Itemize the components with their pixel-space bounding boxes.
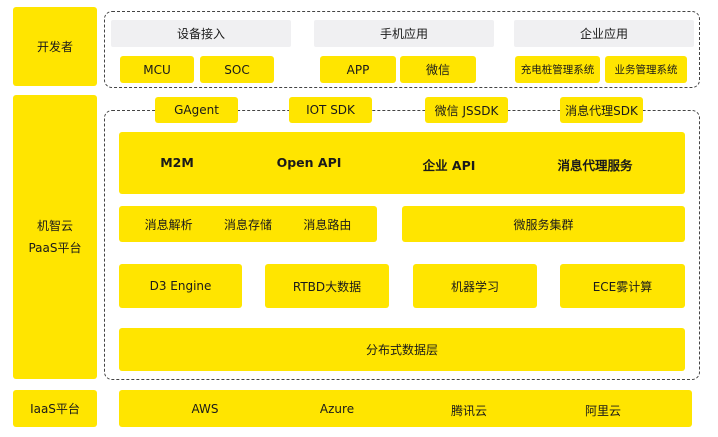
sdk-message-proxy: 消息代理SDK bbox=[560, 97, 643, 123]
paas-region bbox=[104, 110, 700, 380]
engine-rtbd: RTBD大数据 bbox=[265, 264, 389, 308]
mobile-item-app-label: APP bbox=[346, 62, 370, 77]
mobile-item-app: APP bbox=[320, 56, 396, 83]
messaging-bar: 消息解析 消息存储 消息路由 bbox=[119, 206, 377, 242]
mobile-item-wechat-label: 微信 bbox=[425, 63, 450, 77]
microservice-cluster: 微服务集群 bbox=[402, 206, 685, 242]
sdk-gagent-label: GAgent bbox=[174, 103, 219, 117]
messaging-route: 消息路由 bbox=[303, 217, 352, 232]
engine-ml: 机器学习 bbox=[413, 264, 537, 308]
service-enterprise-api: 企业 API bbox=[422, 158, 476, 173]
sidebar-developer: 开发者 bbox=[13, 7, 97, 86]
iaas-aliyun: 阿里云 bbox=[584, 404, 622, 418]
sidebar-iaas: IaaS平台 bbox=[13, 390, 97, 427]
sdk-iot: IOT SDK bbox=[289, 97, 372, 123]
group-header-mobile: 手机应用 bbox=[314, 20, 494, 47]
sdk-iot-label: IOT SDK bbox=[306, 103, 355, 117]
iaas-tencent: 腾讯云 bbox=[450, 404, 488, 418]
device-item-soc-label: SOC bbox=[224, 62, 250, 77]
engine-d3-label: D3 Engine bbox=[149, 279, 212, 293]
group-header-mobile-label: 手机应用 bbox=[379, 27, 428, 41]
engine-d3: D3 Engine bbox=[119, 264, 242, 308]
group-header-enterprise: 企业应用 bbox=[514, 20, 694, 47]
device-item-mcu-label: MCU bbox=[143, 62, 171, 77]
sdk-wechat-js-label: 微信 JSSDK bbox=[434, 103, 499, 118]
sdk-gagent: GAgent bbox=[155, 97, 238, 123]
service-open-api: Open API bbox=[276, 155, 342, 170]
iaas-bar: AWS Azure 腾讯云 阿里云 bbox=[119, 390, 692, 427]
engine-ece-label: ECE雾计算 bbox=[592, 279, 653, 294]
mobile-item-wechat: 微信 bbox=[400, 56, 476, 83]
group-header-enterprise-label: 企业应用 bbox=[579, 27, 628, 41]
services-bar: M2M Open API 企业 API 消息代理服务 bbox=[119, 132, 685, 194]
enterprise-item-charging-label: 充电桩管理系统 bbox=[520, 64, 595, 76]
device-item-soc: SOC bbox=[200, 56, 274, 83]
distributed-data-layer-label: 分布式数据层 bbox=[365, 343, 438, 357]
engine-ece: ECE雾计算 bbox=[560, 264, 685, 308]
sdk-message-proxy-label: 消息代理SDK bbox=[565, 103, 638, 118]
microservice-cluster-label: 微服务集群 bbox=[513, 217, 574, 232]
iaas-azure: Azure bbox=[319, 402, 355, 416]
group-header-device: 设备接入 bbox=[111, 20, 291, 47]
sidebar-iaas-label: IaaS平台 bbox=[30, 402, 80, 416]
distributed-data-layer: 分布式数据层 bbox=[119, 328, 685, 371]
engine-ml-label: 机器学习 bbox=[450, 279, 499, 294]
group-header-device-label: 设备接入 bbox=[176, 27, 225, 41]
engine-rtbd-label: RTBD大数据 bbox=[292, 279, 362, 294]
sidebar-developer-label: 开发者 bbox=[36, 40, 73, 54]
device-item-mcu: MCU bbox=[120, 56, 194, 83]
enterprise-item-business-label: 业务管理系统 bbox=[614, 64, 678, 76]
messaging-store: 消息存储 bbox=[223, 217, 272, 232]
messaging-parse: 消息解析 bbox=[144, 217, 193, 232]
sidebar-paas-line2: PaaS平台 bbox=[28, 241, 82, 255]
enterprise-item-business: 业务管理系统 bbox=[605, 56, 687, 83]
iaas-aws: AWS bbox=[191, 402, 219, 416]
service-m2m: M2M bbox=[160, 155, 194, 170]
enterprise-item-charging: 充电桩管理系统 bbox=[515, 56, 600, 83]
sidebar-paas-line1: 机智云 bbox=[36, 219, 73, 233]
sdk-wechat-js: 微信 JSSDK bbox=[425, 97, 508, 123]
sidebar-paas: 机智云 PaaS平台 bbox=[13, 95, 97, 379]
developer-region bbox=[104, 11, 700, 88]
service-message-proxy: 消息代理服务 bbox=[557, 158, 633, 173]
